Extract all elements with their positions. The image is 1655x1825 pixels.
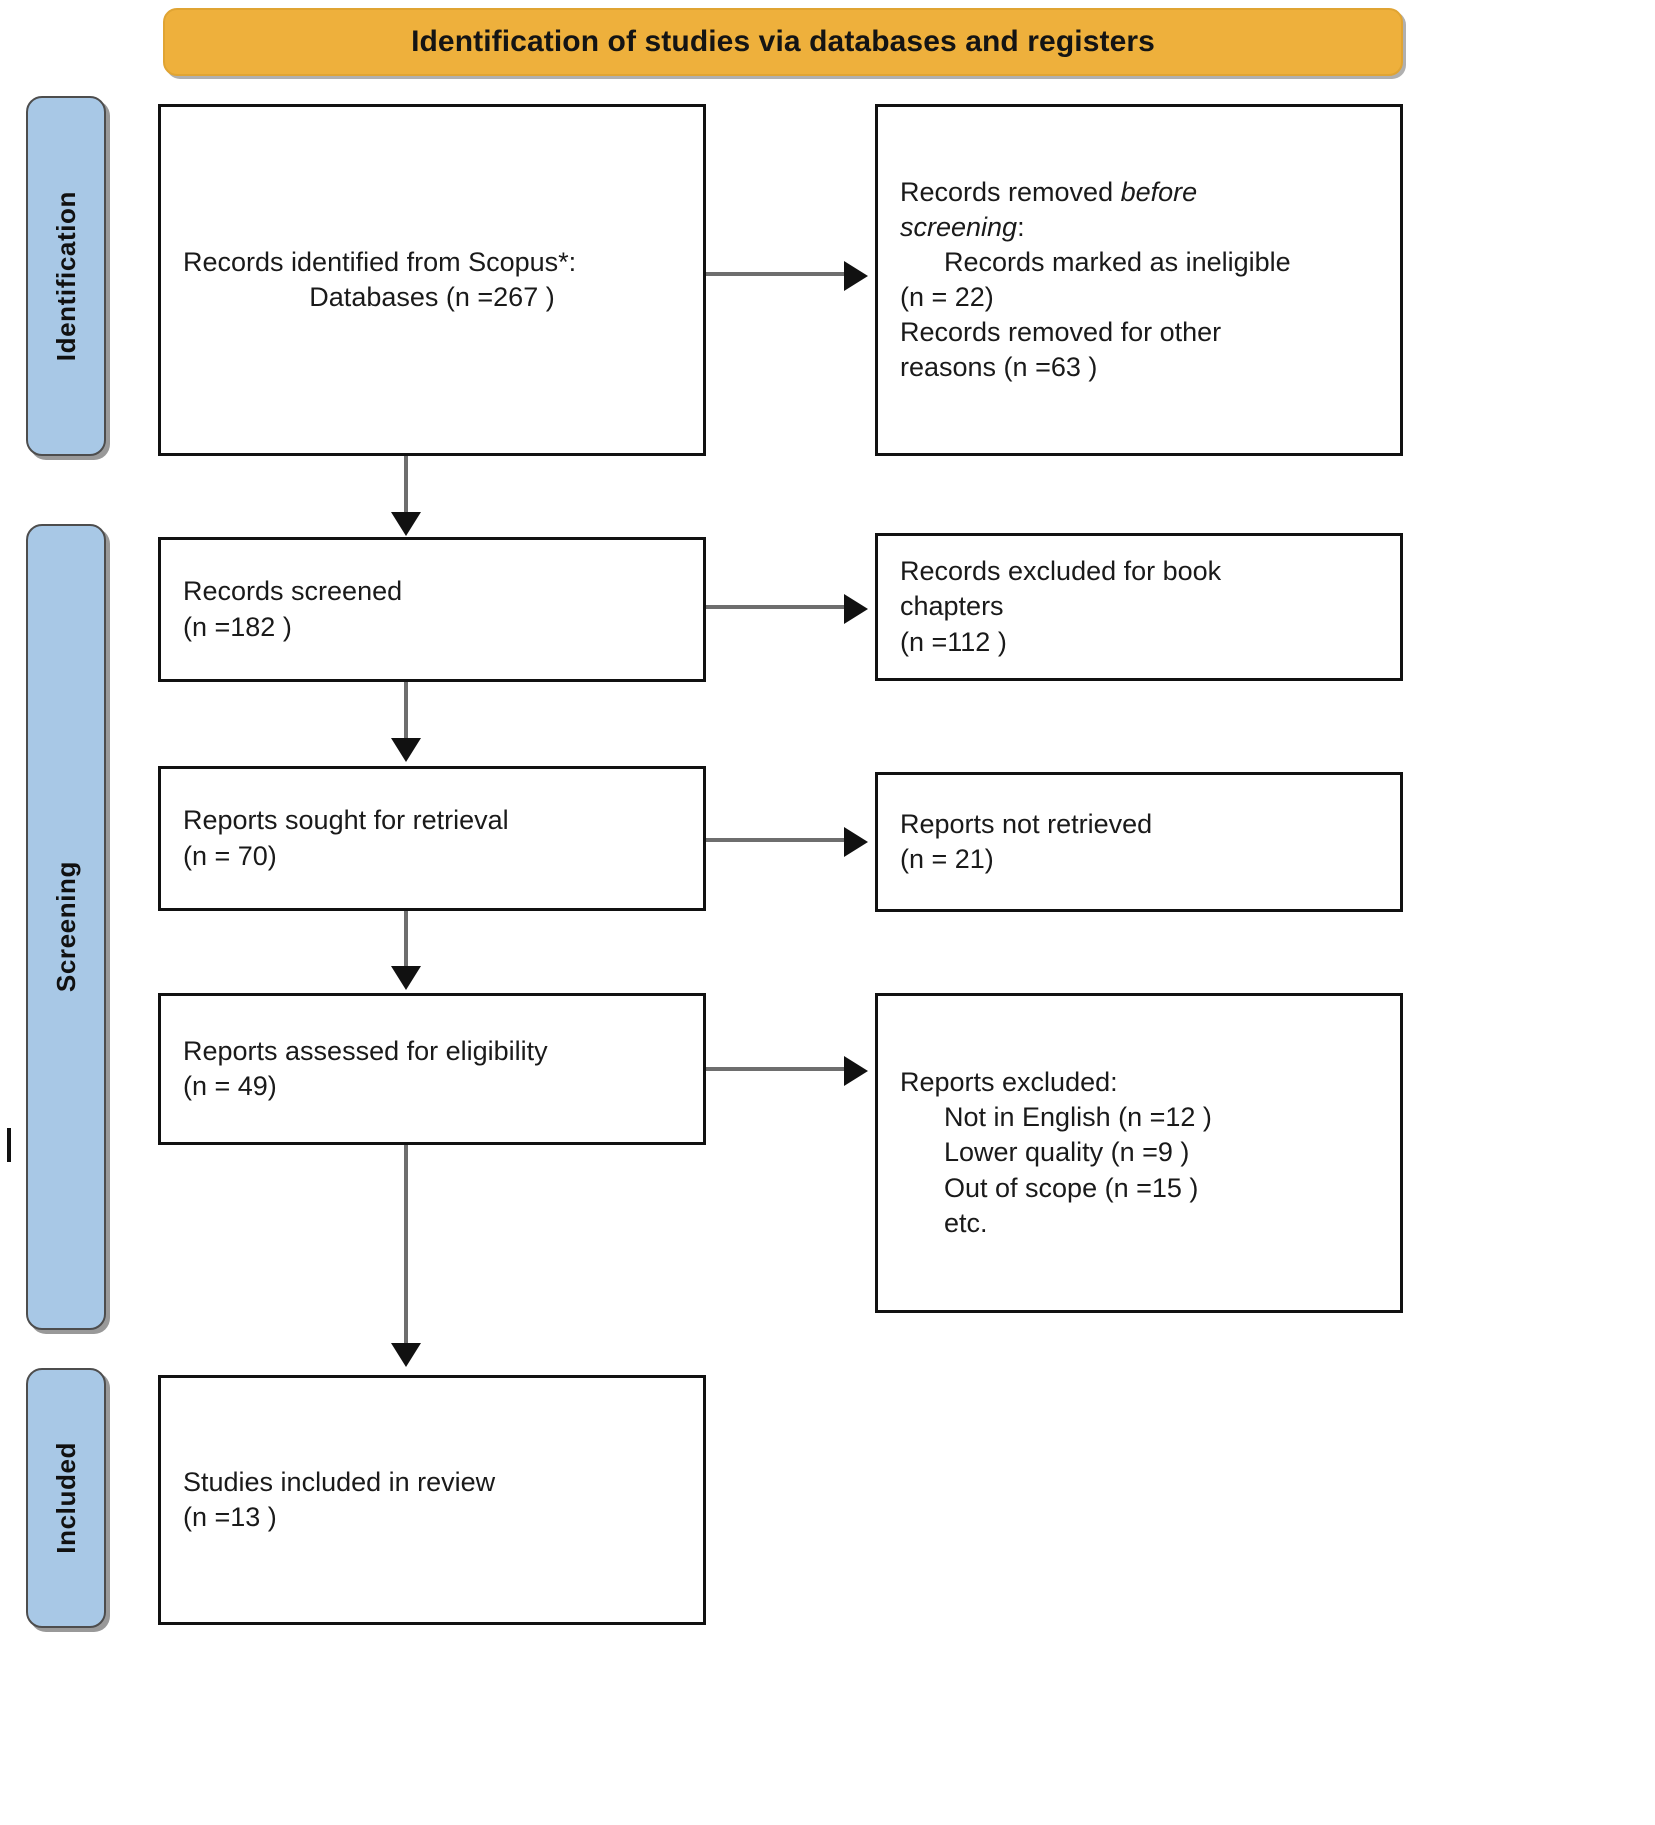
stage-label-identification: Identification (26, 96, 106, 456)
arrow-identified-to-removed-line (706, 272, 846, 276)
records-identified-line-2: Databases (n =267 ) (309, 282, 555, 312)
records-removed-colon: : (1017, 211, 1025, 242)
arrow-screened-to-excluded-head-icon (844, 594, 868, 624)
arrow-sought-to-assessed-line (404, 911, 408, 968)
arrow-screened-to-sought-head-icon (391, 738, 421, 762)
reports-excluded-line-1: Reports excluded: (900, 1067, 1118, 1098)
records-removed-line-5: Records removed for other (900, 317, 1222, 348)
arrow-screened-to-excluded-line (706, 605, 846, 609)
box-studies-included-in-review: Studies included in review (n =13 ) (158, 1375, 706, 1625)
arrow-sought-to-assessed-head-icon (391, 966, 421, 990)
records-removed-line-6: reasons (n =63 ) (900, 352, 1098, 383)
arrow-assessed-to-reports-excluded-line (706, 1067, 846, 1071)
header-title: Identification of studies via databases … (411, 25, 1155, 58)
arrow-identified-to-removed-head-icon (844, 261, 868, 291)
reports-not-retrieved-line-2: (n = 21) (900, 844, 994, 874)
records-removed-line-1: Records removed before (900, 175, 1378, 210)
records-screened-line-2: (n =182 ) (183, 611, 292, 642)
records-removed-line-2: screening: (900, 210, 1378, 245)
box-records-excluded-book-chapters: Records excluded for book chapters (n =1… (875, 533, 1403, 681)
records-identified-line-1: Records identified from Scopus*: (183, 246, 577, 277)
records-removed-screening-italic: screening (900, 211, 1018, 242)
reports-not-retrieved-line-1: Reports not retrieved (900, 808, 1153, 839)
records-excluded-book-line-3: (n =112 ) (900, 626, 1007, 657)
box-reports-excluded-reasons: Reports excluded: Not in English (n =12 … (875, 993, 1403, 1313)
header-banner: Identification of studies via databases … (163, 8, 1403, 76)
margin-tick-mark (7, 1128, 11, 1162)
box-reports-sought-for-retrieval: Reports sought for retrieval (n = 70) (158, 766, 706, 911)
stage-label-screening: Screening (26, 524, 106, 1330)
box-reports-not-retrieved: Reports not retrieved (n = 21) (875, 772, 1403, 912)
arrow-assessed-to-reports-excluded-head-icon (844, 1056, 868, 1086)
box-reports-assessed-for-eligibility: Reports assessed for eligibility (n = 49… (158, 993, 706, 1145)
studies-included-line-2: (n =13 ) (183, 1502, 277, 1532)
reports-sought-line-1: Reports sought for retrieval (183, 805, 509, 836)
box-records-screened: Records screened (n =182 ) (158, 537, 706, 682)
records-removed-line-4: (n = 22) (900, 282, 994, 312)
studies-included-line-1: Studies included in review (183, 1466, 496, 1497)
stage-label-screening-text: Screening (50, 861, 81, 993)
reports-excluded-line-3: Lower quality (n =9 ) (944, 1137, 1190, 1168)
arrow-sought-to-not-retrieved-head-icon (844, 827, 868, 857)
arrow-identified-to-screened-head-icon (391, 512, 421, 536)
arrow-screened-to-sought-line (404, 682, 408, 740)
box-records-identified: Records identified from Scopus*: Databas… (158, 104, 706, 456)
reports-excluded-line-4: Out of scope (n =15 ) (944, 1172, 1199, 1203)
records-excluded-book-line-2: chapters (900, 591, 1004, 622)
arrow-identified-to-screened-line (404, 456, 408, 514)
reports-excluded-line-2: Not in English (n =12 ) (944, 1102, 1212, 1133)
records-removed-prefix: Records removed (900, 176, 1121, 207)
stage-label-included: Included (26, 1368, 106, 1628)
arrow-assessed-to-included-head-icon (391, 1343, 421, 1367)
box-records-removed-before-screening: Records removed before screening: Record… (875, 104, 1403, 456)
reports-assessed-line-2: (n = 49) (183, 1071, 277, 1101)
records-removed-line-3: Records marked as ineligible (944, 246, 1291, 277)
reports-assessed-line-1: Reports assessed for eligibility (183, 1035, 548, 1066)
reports-sought-line-2: (n = 70) (183, 840, 277, 871)
stage-label-included-text: Included (50, 1442, 81, 1554)
records-excluded-book-line-1: Records excluded for book (900, 556, 1222, 587)
stage-label-identification-text: Identification (50, 190, 81, 362)
records-removed-before-italic: before (1120, 176, 1198, 207)
records-screened-line-1: Records screened (183, 576, 403, 607)
arrow-assessed-to-included-line (404, 1145, 408, 1345)
arrow-sought-to-not-retrieved-line (706, 838, 846, 842)
reports-excluded-line-5: etc. (944, 1207, 988, 1238)
